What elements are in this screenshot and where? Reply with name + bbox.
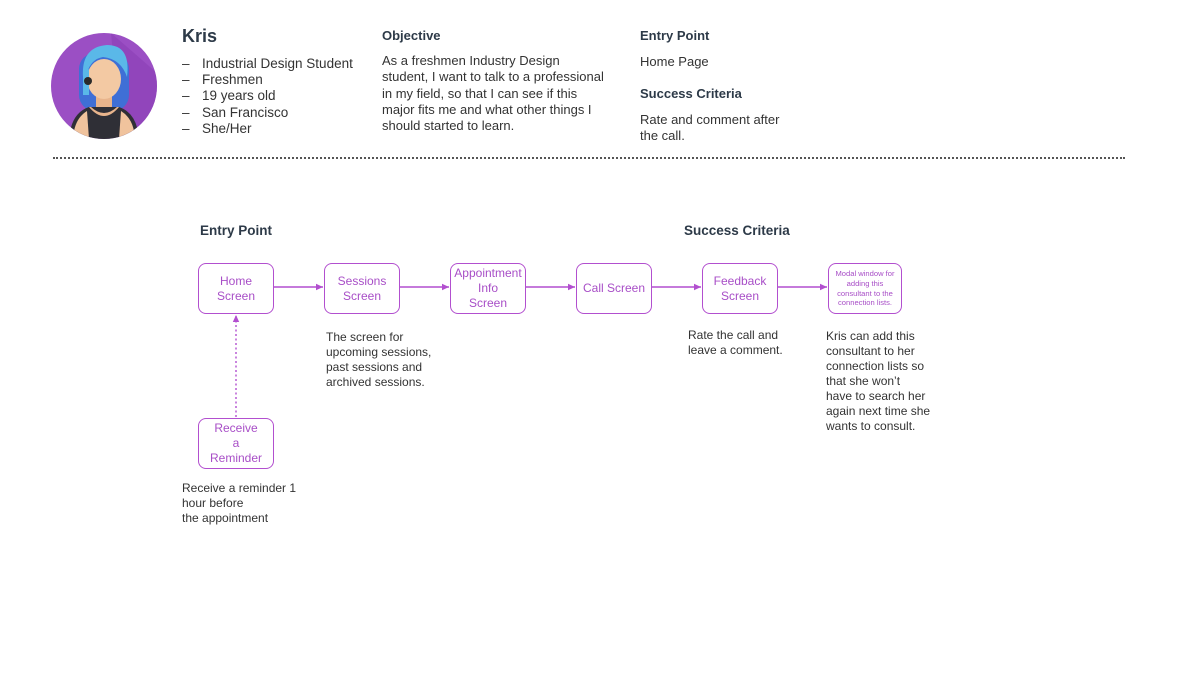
persona-fact: –Industrial Design Student [182, 56, 353, 71]
persona-facts-list: –Industrial Design Student –Freshmen –19… [182, 56, 353, 137]
node-call-screen: Call Screen [576, 263, 652, 314]
node-modal-window: Modal window for adding this consultant … [828, 263, 902, 314]
caption-sessions: The screen for upcoming sessions, past s… [326, 330, 432, 389]
node-appointment-info-screen: Appointment Info Screen [450, 263, 526, 314]
node-home-screen: Home Screen [198, 263, 274, 314]
persona-fact: –Freshmen [182, 72, 263, 88]
node-sessions-screen: Sessions Screen [324, 263, 400, 314]
persona-avatar-icon [51, 33, 157, 139]
objective-text: As a freshmen Industry Design student, I… [382, 53, 604, 134]
node-receive-reminder: Receive a Reminder [198, 418, 274, 469]
flow-success-heading: Success Criteria [684, 223, 790, 238]
caption-feedback: Rate the call and leave a comment. [688, 328, 783, 357]
success-criteria-text: Rate and comment after the call. [640, 112, 780, 144]
persona-fact: –19 years old [182, 88, 276, 104]
persona-fact: –San Francisco [182, 104, 289, 120]
persona-fact: –She/Her [182, 120, 252, 136]
flow-entry-heading: Entry Point [200, 223, 273, 238]
success-criteria-heading: Success Criteria [640, 86, 742, 101]
objective-heading: Objective [382, 28, 441, 43]
persona-name: Kris [182, 26, 218, 46]
caption-modal: Kris can add this consultant to her conn… [826, 329, 931, 433]
entry-point-value: Home Page [640, 54, 709, 69]
node-feedback-screen: Feedback Screen [702, 263, 778, 314]
entry-point-heading: Entry Point [640, 28, 710, 43]
section-divider [53, 157, 1125, 159]
caption-reminder: Receive a reminder 1 hour before the app… [182, 481, 297, 525]
